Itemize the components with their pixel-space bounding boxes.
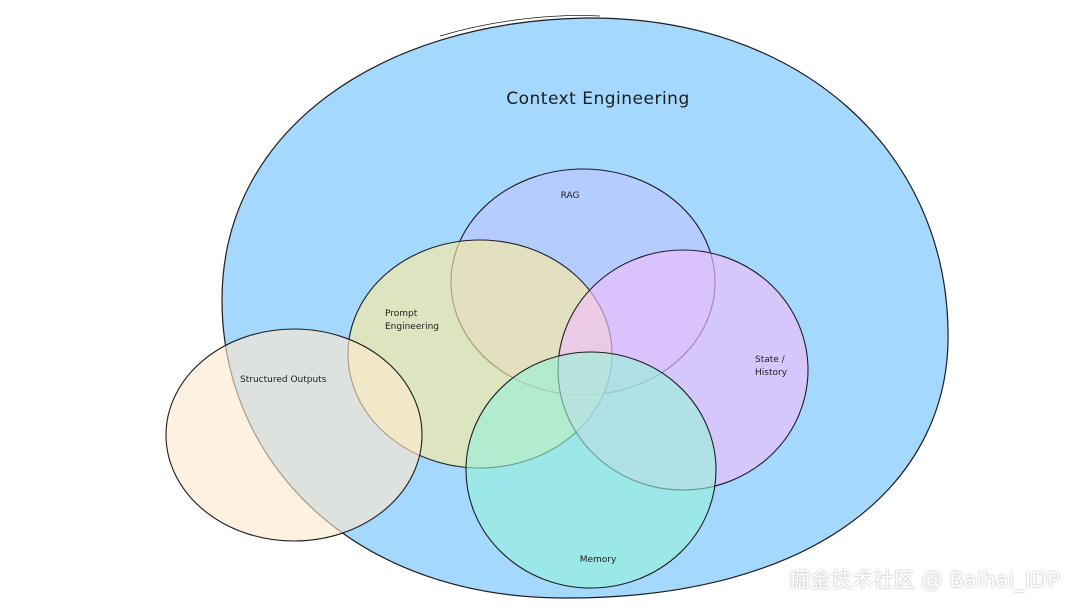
- state-history-label-line1: State /: [755, 355, 786, 365]
- title-label: Context Engineering: [506, 89, 690, 109]
- watermark-text: 掘金技术社区 @ Baihai_IDP: [789, 568, 1060, 592]
- memory-circle: [465, 351, 717, 589]
- prompt-engineering-label-line1: Prompt: [385, 309, 418, 319]
- rag-label: RAG: [561, 191, 580, 201]
- structured-outputs-region: [165, 328, 423, 542]
- state-history-label-line2: History: [755, 368, 788, 378]
- structured-outputs-ellipse: [165, 328, 423, 542]
- memory-region: [465, 351, 717, 589]
- context-engineering-ellipse-sketch: [439, 15, 601, 37]
- prompt-engineering-label-line2: Engineering: [385, 322, 439, 332]
- structured-outputs-label: Structured Outputs: [240, 375, 327, 385]
- memory-label: Memory: [580, 555, 617, 565]
